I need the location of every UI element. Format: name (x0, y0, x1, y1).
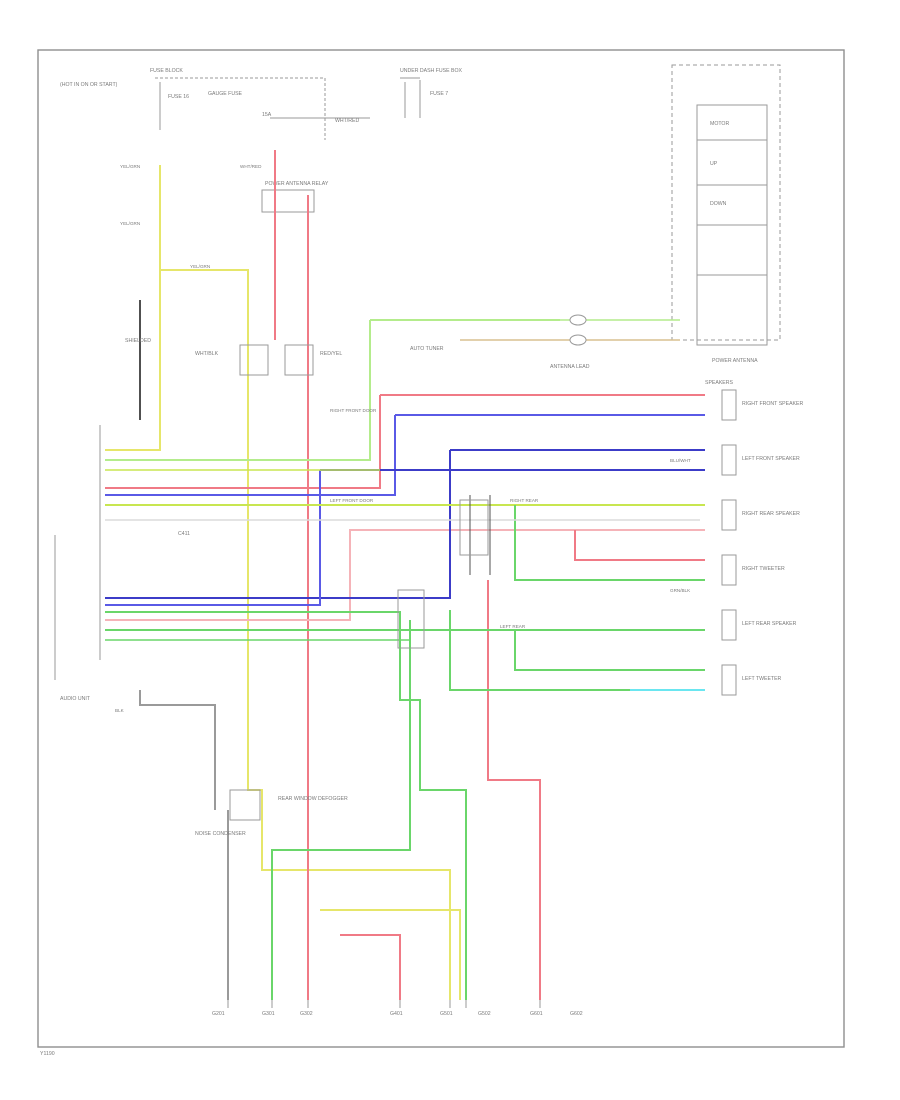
shielded-label: SHIELDED (125, 338, 151, 344)
ground-label-5: G501 (440, 1011, 453, 1017)
yel-grn-label-2: YEL/GRN (120, 221, 140, 226)
speaker-symbols (721, 389, 737, 696)
audio-unit-label: AUDIO UNIT (60, 696, 91, 702)
top-left-note: (HOT IN ON OR START) (60, 82, 118, 88)
ground-terminals (227, 1000, 541, 1008)
speakers-title: SPEAKERS (705, 380, 734, 386)
c-connector-label: C411 (178, 531, 190, 537)
antenna-lead-connectors (569, 314, 587, 346)
left-rear-label: LEFT REAR (500, 624, 526, 629)
noise-condenser-label: NOISE CONDENSER (195, 831, 246, 837)
power-antenna-label: POWER ANTENNA (712, 358, 758, 364)
speaker-label-1: RIGHT FRONT SPEAKER (742, 401, 803, 407)
under-dash-label: UNDER DASH FUSE BOX (400, 68, 463, 74)
relay-components (229, 344, 489, 821)
blu-wht-label: BLU/WHT (670, 458, 691, 463)
left-front-door-label: LEFT FRONT DOOR (330, 498, 374, 503)
up-switch-label: UP (710, 161, 718, 167)
wht-red-label-1: WHT/RED (335, 118, 359, 124)
auto-tuner-label: AUTO TUNER (410, 346, 444, 352)
wht-red-label-2: WHT/RED (240, 164, 262, 169)
diagram-id: Y1190 (40, 1051, 55, 1057)
speaker-label-2: LEFT FRONT SPEAKER (742, 456, 800, 462)
motor-label: MOTOR (710, 121, 729, 127)
antenna-lead-label: ANTENNA LEAD (550, 364, 590, 370)
yel-grn-label-1: YEL/GRN (120, 164, 140, 169)
grn-blk-label: GRN/BLK (670, 588, 691, 593)
right-rear-label: RIGHT REAR (510, 498, 539, 503)
red-wires (105, 150, 705, 1000)
audio-unit-connector (54, 425, 101, 680)
ground-label-7: G601 (530, 1011, 543, 1017)
rear-defog-label: REAR WINDOW DEFOGGER (278, 796, 348, 802)
yel-grn-label-3: YEL/GRN (190, 264, 210, 269)
ground-label-6: G502 (478, 1011, 491, 1017)
antenna-lead-wires (105, 319, 700, 641)
red-yel-label: RED/YEL (320, 351, 342, 357)
fuse-block-label: FUSE BLOCK (150, 68, 183, 74)
antenna-relay-label: POWER ANTENNA RELAY (265, 181, 329, 187)
down-switch-label: DOWN (710, 201, 727, 207)
blk-label: BLK (115, 708, 125, 713)
fuse-15a-label: 15A (262, 112, 272, 118)
blue-wires (105, 414, 705, 606)
ground-label-4: G401 (390, 1011, 403, 1017)
diagram-frame (37, 49, 845, 1048)
power-antenna-box (671, 64, 781, 346)
black-wires (139, 300, 491, 1000)
fuse-7-label: FUSE 7 (430, 91, 448, 97)
gauge-fuse-label: GAUGE FUSE (208, 91, 243, 97)
speaker-label-6: LEFT TWEETER (742, 676, 782, 682)
green-wires (105, 319, 705, 1000)
ground-label-2: G301 (262, 1011, 275, 1017)
ground-label-3: G302 (300, 1011, 313, 1017)
wht-blk-label: WHT/BLK (195, 351, 219, 357)
fuse-block-area (155, 77, 421, 213)
right-front-door-label: RIGHT FRONT DOOR (330, 408, 377, 413)
fuse-ign-label: FUSE 16 (168, 94, 189, 100)
ground-label-1: G201 (212, 1011, 225, 1017)
speaker-label-4: RIGHT TWEETER (742, 566, 785, 572)
speaker-label-5: LEFT REAR SPEAKER (742, 621, 797, 627)
speaker-label-3: RIGHT REAR SPEAKER (742, 511, 800, 517)
yellow-wires (105, 165, 461, 1000)
ground-label-8: G602 (570, 1011, 583, 1017)
